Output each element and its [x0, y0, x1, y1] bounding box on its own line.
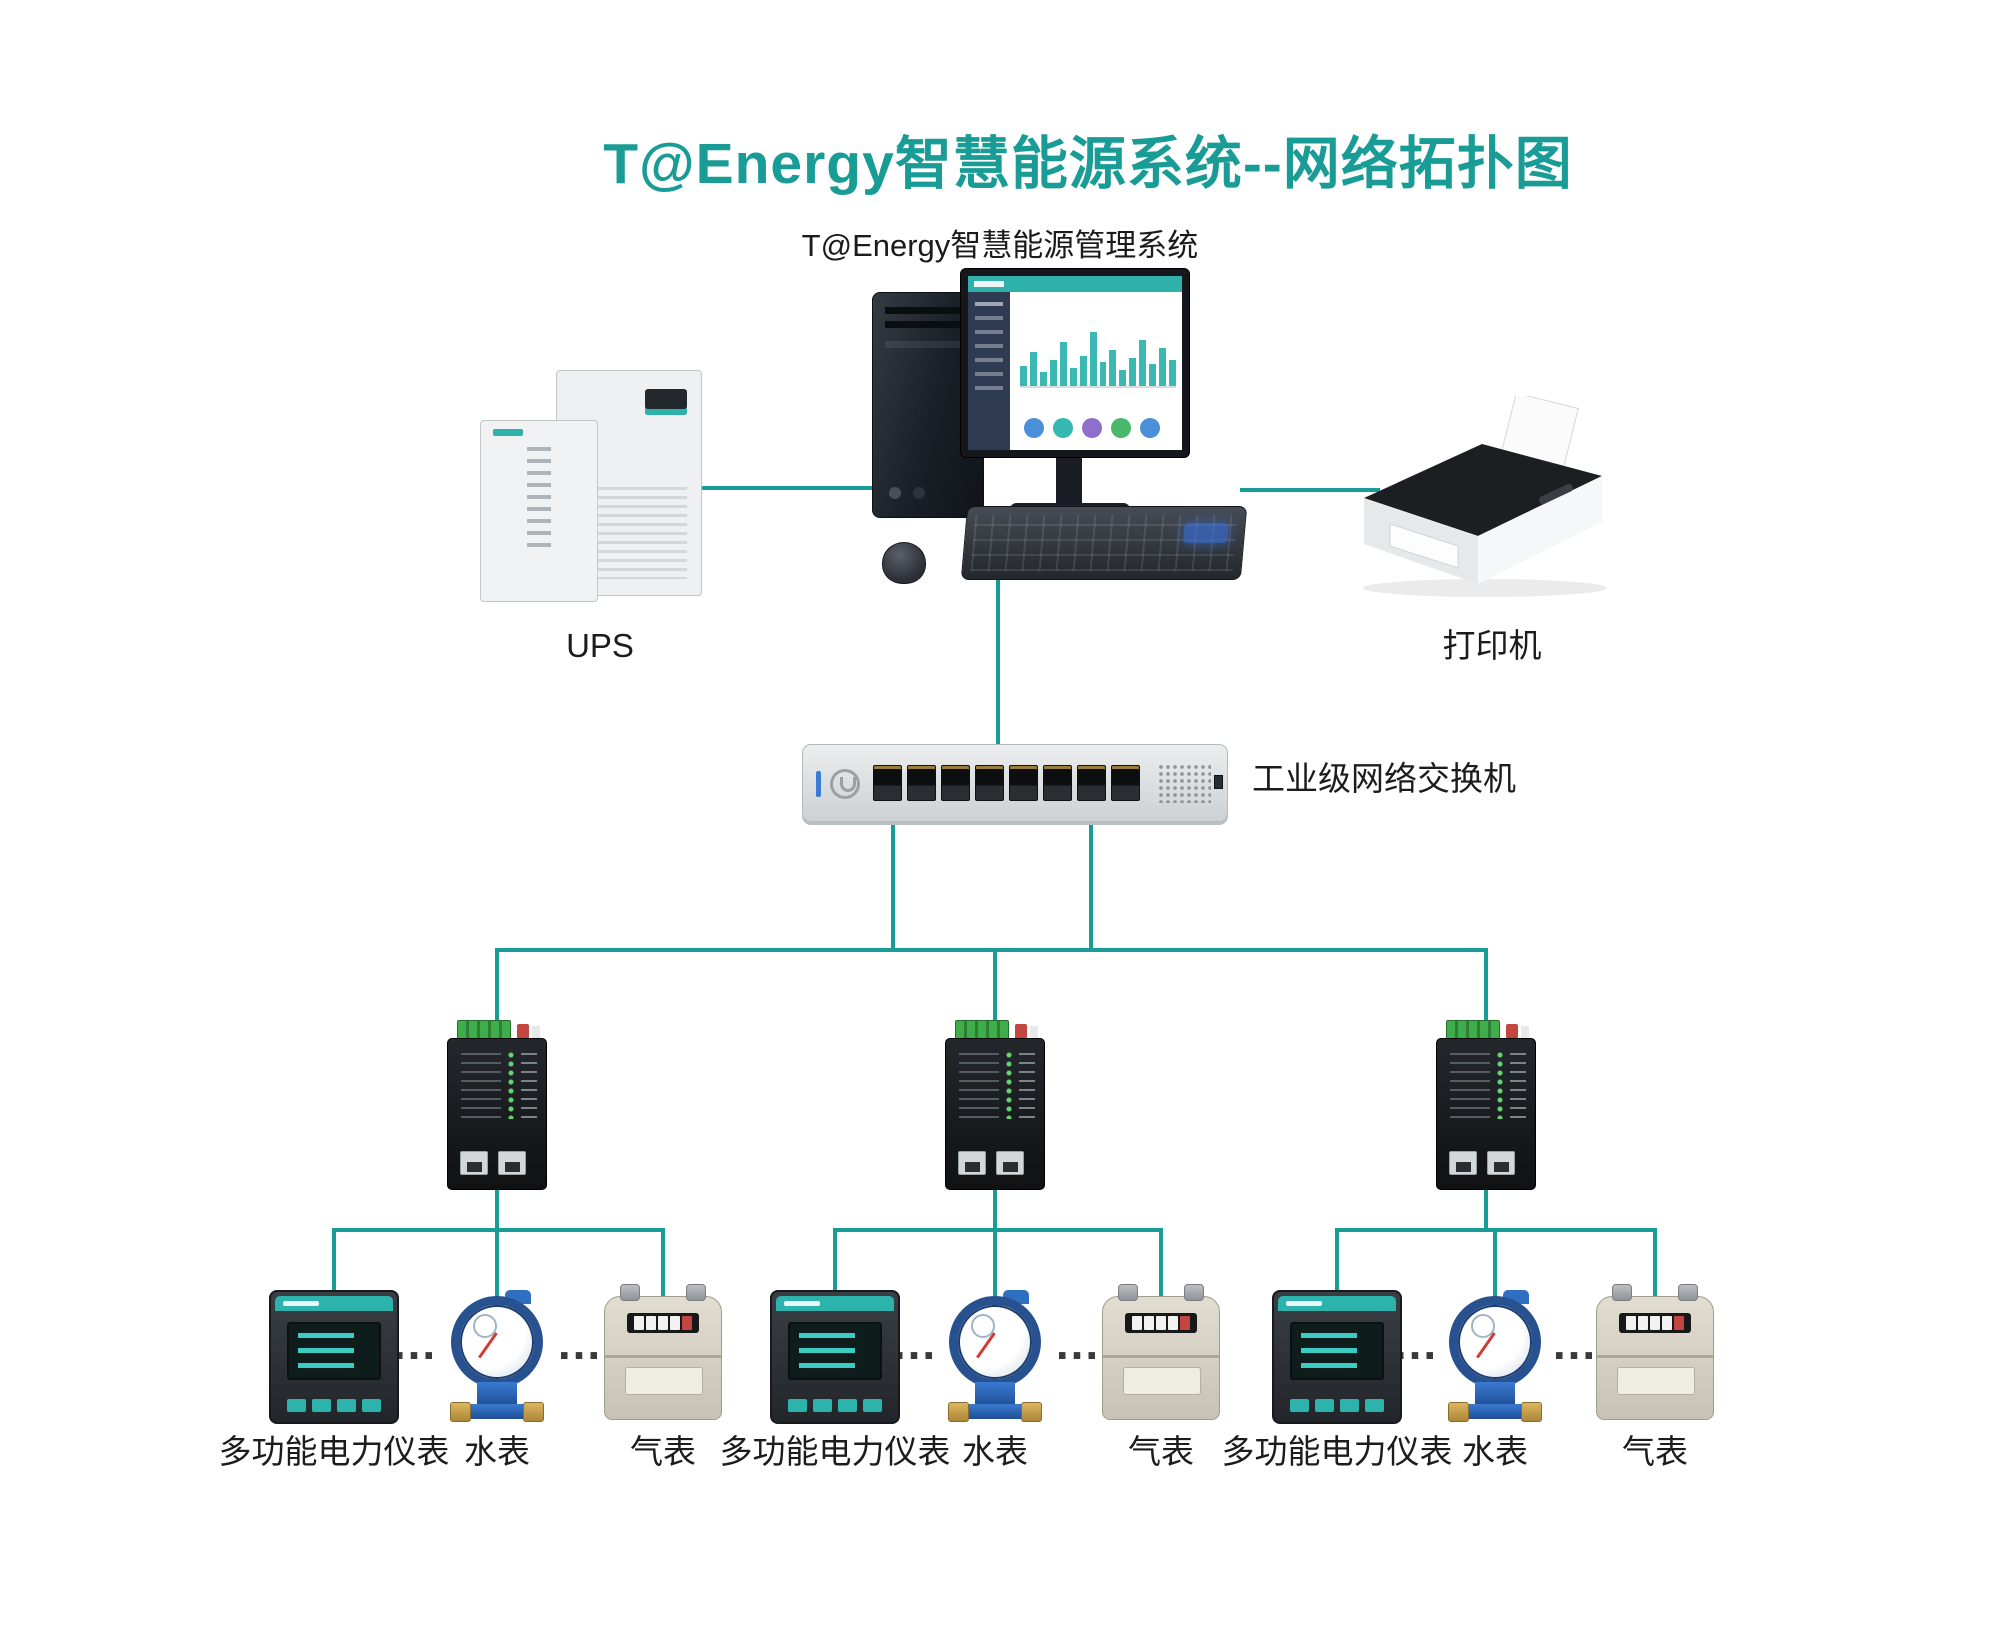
dashboard-sidebar: [968, 292, 1010, 450]
meter-label: 多功能电力仪表: [218, 1433, 450, 1470]
connector-line: [661, 1230, 665, 1298]
connector-line: [1493, 1230, 1497, 1306]
ups-device: [480, 366, 710, 602]
terminal-block: [955, 1020, 1009, 1040]
power-meter: [770, 1290, 900, 1424]
sim-slot: [1521, 1026, 1529, 1039]
gateway-body: [1436, 1038, 1536, 1190]
switch-vent-grille: [1159, 765, 1211, 803]
connector-line: [1089, 818, 1093, 950]
power-meter: [269, 1290, 399, 1424]
connector-line: [495, 1186, 499, 1232]
connector-line: [698, 486, 876, 490]
meter-label: 气表: [630, 1433, 696, 1470]
ellipsis: ...: [1552, 1317, 1598, 1369]
water-meter: [947, 1290, 1043, 1422]
mouse: [882, 542, 926, 584]
connector-line: [833, 1228, 1163, 1232]
port-labels: [1510, 1053, 1526, 1119]
status-leds: [1495, 1051, 1505, 1119]
dashboard-screen: [968, 276, 1182, 450]
reset-block: [1015, 1024, 1027, 1039]
switch-label: 工业级网络交换机: [1252, 760, 1516, 797]
ups-tower-front: [480, 420, 598, 602]
gateway-body: [945, 1038, 1045, 1190]
gateway-ethernet-ports: [1449, 1151, 1515, 1175]
water-meter: [449, 1290, 545, 1422]
data-gateway-3: [1436, 1020, 1536, 1190]
status-leds: [506, 1051, 516, 1119]
gateway-ethernet-ports: [958, 1151, 1024, 1175]
printer-device: [1350, 392, 1620, 601]
ellipsis: ...: [392, 1317, 438, 1369]
computer-monitor: [960, 268, 1190, 458]
connector-line: [1484, 1186, 1488, 1232]
connector-line: [891, 818, 895, 950]
port-labels: [1019, 1053, 1035, 1119]
sim-slot: [532, 1026, 540, 1039]
ellipsis: ...: [557, 1317, 603, 1369]
management-computer: [860, 260, 1260, 600]
ellipsis: ...: [1055, 1317, 1101, 1369]
meter-label: 气表: [1128, 1433, 1194, 1470]
port-labels: [521, 1053, 537, 1119]
meter-label: 多功能电力仪表: [719, 1433, 951, 1470]
page-title: T@Energy智慧能源系统--网络拓扑图: [603, 132, 1573, 196]
reset-block: [517, 1024, 529, 1039]
gateway-body: [447, 1038, 547, 1190]
led-labels: [461, 1053, 501, 1119]
connector-line: [833, 1230, 837, 1300]
meter-label: 水表: [962, 1433, 1028, 1470]
power-meter: [1272, 1290, 1402, 1424]
connector-line: [1159, 1230, 1163, 1298]
gas-meter: [1102, 1284, 1220, 1420]
terminal-block: [457, 1020, 511, 1040]
monitor-stand: [1056, 458, 1082, 506]
connector-line: [1484, 950, 1488, 1030]
led-labels: [959, 1053, 999, 1119]
industrial-switch: [802, 744, 1228, 822]
connector-line: [996, 576, 1000, 748]
data-gateway-2: [945, 1020, 1045, 1190]
printer-label: 打印机: [1442, 627, 1542, 664]
gas-meter: [1596, 1284, 1714, 1420]
sim-slot: [1030, 1026, 1038, 1039]
data-gateway-1: [447, 1020, 547, 1190]
connector-line: [495, 1230, 499, 1306]
meter-label: 水表: [1462, 1433, 1528, 1470]
connector-line: [1653, 1230, 1657, 1298]
ups-label: UPS: [566, 627, 634, 664]
switch-power-led: [816, 771, 821, 797]
switch-uplink-port: [1214, 775, 1223, 789]
status-leds: [1004, 1051, 1014, 1119]
switch-ethernet-ports: [873, 765, 1140, 801]
connector-line: [495, 948, 1488, 952]
connector-line: [332, 1230, 336, 1300]
gas-meter: [604, 1284, 722, 1420]
reset-block: [1506, 1024, 1518, 1039]
connector-line: [1335, 1230, 1339, 1300]
terminal-block: [1446, 1020, 1500, 1040]
connector-line: [993, 1186, 997, 1232]
switch-brand-icon: [830, 769, 860, 799]
meter-label: 多功能电力仪表: [1221, 1433, 1453, 1470]
gateway-ethernet-ports: [460, 1151, 526, 1175]
connector-line: [1240, 488, 1380, 492]
dashboard-bar-chart: [1020, 314, 1176, 388]
dashboard-kpi-circles: [1024, 418, 1160, 438]
server-label: T@Energy智慧能源管理系统: [801, 228, 1199, 263]
connector-line: [993, 1230, 997, 1306]
water-meter: [1447, 1290, 1543, 1422]
keyboard: [960, 506, 1248, 580]
meter-label: 气表: [1622, 1433, 1688, 1470]
dashboard-header: [968, 276, 1182, 292]
connector-line: [993, 950, 997, 1030]
meter-label: 水表: [464, 1433, 530, 1470]
led-labels: [1450, 1053, 1490, 1119]
connector-line: [495, 950, 499, 1030]
